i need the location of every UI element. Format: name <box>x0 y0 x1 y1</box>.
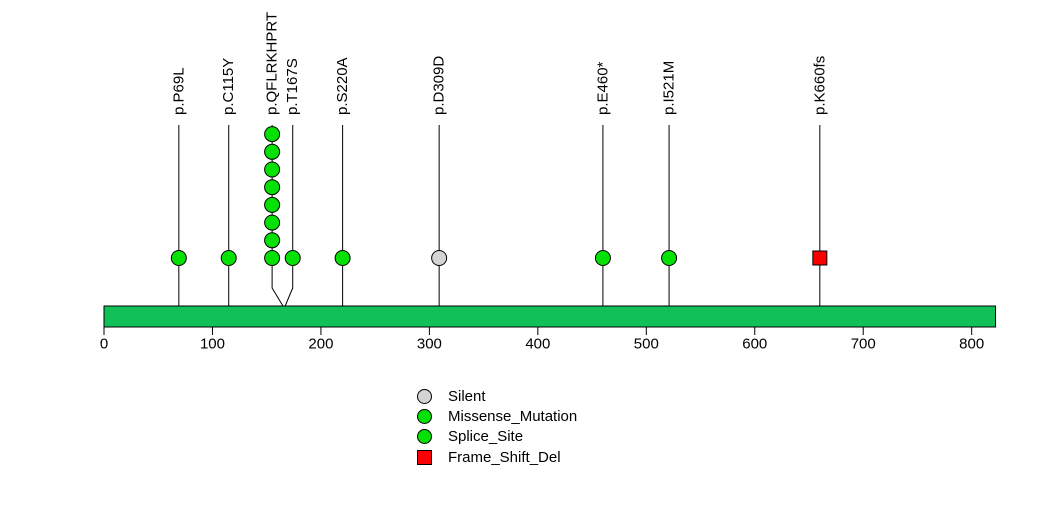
mutation-marker-circle <box>264 196 281 213</box>
legend-label: Silent <box>448 387 486 405</box>
axis-tick-label: 0 <box>100 335 108 352</box>
mutation-label: p.T167S <box>284 58 301 115</box>
axis-tick-label: 800 <box>959 335 984 352</box>
legend-label: Splice_Site <box>448 428 524 446</box>
mutation-label: p.K660fs <box>811 56 828 115</box>
mutation-label: p.D309D <box>431 56 448 115</box>
splice-site-marker-icon <box>417 429 432 445</box>
mutation-label: p.S220A <box>334 57 351 115</box>
legend-label: Frame_Shift_Del <box>448 448 561 466</box>
legend-label: Missense_Mutation <box>448 407 578 425</box>
mutation-marker-circle <box>431 250 448 266</box>
mutation-marker-circle <box>264 214 281 231</box>
mutation-label: p.P69L <box>170 67 187 115</box>
mutation-marker-circle <box>334 250 351 266</box>
mutation-label: p.QFLRKHPRT <box>264 12 281 115</box>
mutation-label: p.C115Y <box>220 58 237 115</box>
mutation-marker-circle <box>264 250 281 266</box>
mutation-marker-circle <box>220 250 237 266</box>
mutation-marker-circle <box>264 126 281 143</box>
mutation-marker-circle <box>594 250 611 266</box>
axis-tick-label: 200 <box>308 335 333 352</box>
frame-shift-del-marker-icon <box>417 449 432 465</box>
missense-mutation-marker-icon <box>417 408 432 424</box>
legend-item-missense-mutation: Missense_Mutation <box>417 406 577 426</box>
axis-tick-label: 600 <box>742 335 767 352</box>
mutation-marker-circle <box>661 250 678 266</box>
mutation-marker-circle <box>264 232 281 249</box>
silent-marker-icon <box>417 388 432 404</box>
axis-tick-label: 700 <box>851 335 876 352</box>
mutation-marker-circle <box>264 143 281 160</box>
axis-tick-label: 400 <box>525 335 550 352</box>
protein-bar <box>103 305 997 328</box>
legend-item-frame-shift-del: Frame_Shift_Del <box>417 447 577 467</box>
axis-tick-label: 100 <box>200 335 225 352</box>
mutation-marker-circle <box>264 161 281 178</box>
lollipop-stem <box>284 125 294 327</box>
mutation-label: p.E460* <box>594 61 611 115</box>
mutation-marker-square <box>812 250 828 266</box>
axis-tick-label: 500 <box>634 335 659 352</box>
mutation-marker-circle <box>264 179 281 196</box>
mutation-label: p.I521M <box>661 61 678 115</box>
legend: Silent Missense_Mutation Splice_Site Fra… <box>417 386 577 467</box>
axis-tick-label: 300 <box>417 335 442 352</box>
mutation-marker-circle <box>284 250 301 266</box>
legend-item-splice-site: Splice_Site <box>417 427 577 447</box>
legend-item-silent: Silent <box>417 386 577 406</box>
mutation-marker-circle <box>170 250 187 266</box>
